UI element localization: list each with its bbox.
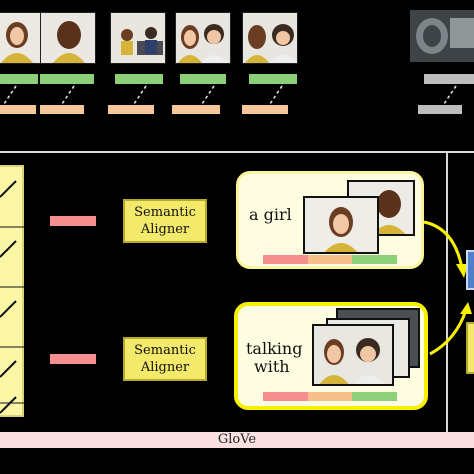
dashed-connector-1 xyxy=(3,85,17,105)
feature-bar-2 xyxy=(40,74,94,84)
semantic-aligner-2: Semantic Aligner xyxy=(123,337,207,381)
phrase-embedding-bar-2 xyxy=(50,354,96,364)
divider-line xyxy=(0,151,474,153)
dashed-connector-5 xyxy=(269,85,283,105)
video-frame-1 xyxy=(0,12,42,64)
feature-bar-4 xyxy=(180,74,226,84)
token-color-bar xyxy=(263,255,398,264)
feature-bar-3 xyxy=(115,74,163,84)
vertical-divider xyxy=(446,152,448,432)
dashed-connector-6 xyxy=(443,85,457,105)
fusion-module-block xyxy=(466,250,474,290)
video-frame-5 xyxy=(242,12,298,64)
dashed-connector-4 xyxy=(201,85,215,105)
encoder-block xyxy=(0,165,24,417)
phrase-frame-front xyxy=(303,196,379,254)
video-frame-6 xyxy=(410,10,474,62)
token-bar-6 xyxy=(418,105,462,114)
arrow-to-fusion-2 xyxy=(429,302,472,356)
token-bar-2 xyxy=(40,105,84,114)
aligner-label-line2: Aligner xyxy=(140,360,190,375)
glove-label: GloVe xyxy=(217,432,257,447)
arrow-to-fusion-1 xyxy=(423,220,468,278)
token-bar-5 xyxy=(242,105,288,114)
phrase-embedding-bar-1 xyxy=(50,216,96,226)
phrase-text: a girl xyxy=(249,205,292,224)
video-frame-4 xyxy=(175,12,231,64)
encoder-slash-marks xyxy=(0,180,24,414)
phrase-frame-front xyxy=(312,324,394,386)
phrase-text-line2: with xyxy=(254,357,290,376)
feature-bar-1 xyxy=(0,74,38,84)
video-frame-2 xyxy=(40,12,96,64)
dashed-connector-2 xyxy=(61,85,75,105)
feature-bar-6 xyxy=(424,74,474,84)
aligner-label-line2: Aligner xyxy=(140,222,190,237)
semantic-aligner-1: Semantic Aligner xyxy=(123,199,207,243)
output-module-block xyxy=(466,322,474,374)
aligner-label-line1: Semantic xyxy=(134,205,196,220)
token-bar-1 xyxy=(0,105,36,114)
token-color-bar xyxy=(263,392,398,401)
dashed-connector-3 xyxy=(133,85,147,105)
phrase-box-talking-with: talking with xyxy=(234,302,428,410)
phrase-text-line1: talking xyxy=(246,339,303,358)
aligner-label-line1: Semantic xyxy=(134,343,196,358)
feature-bar-5 xyxy=(249,74,297,84)
token-bar-4 xyxy=(172,105,220,114)
token-bar-3 xyxy=(108,105,154,114)
video-frame-3 xyxy=(110,12,166,64)
glove-embedding-bar: GloVe xyxy=(0,432,474,448)
phrase-box-a-girl: a girl xyxy=(236,171,424,269)
